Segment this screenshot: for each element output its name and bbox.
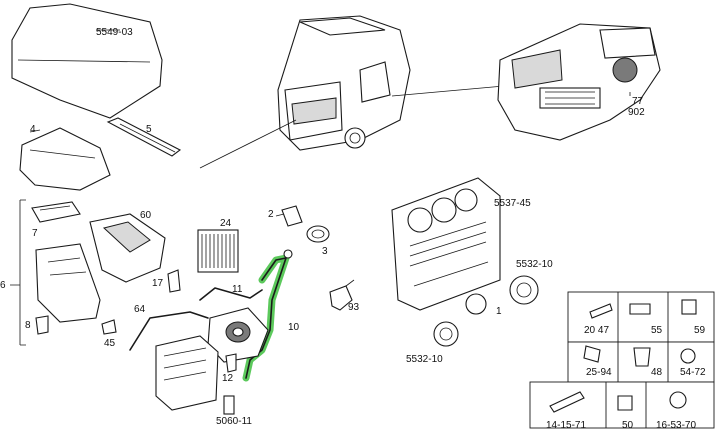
label-5060-11: 5060-11 <box>216 416 252 427</box>
clip-icon <box>583 345 601 363</box>
label-11: 11 <box>232 284 243 295</box>
hw-label-20-47: 20 47 <box>584 325 610 336</box>
control-knob-c <box>433 321 459 347</box>
clip <box>101 319 117 335</box>
seal-ring-3 <box>306 225 330 243</box>
o-ring-icon <box>680 348 696 364</box>
cap-icon <box>633 347 651 367</box>
label-5532-10-a: 5532-10 <box>516 259 553 270</box>
pollen-filter <box>197 229 239 273</box>
hood-panel <box>11 3 163 119</box>
label-64: 64 <box>134 304 146 315</box>
blower-housing <box>89 213 166 283</box>
bracket-17 <box>167 269 181 293</box>
label-93: 93 <box>348 302 360 313</box>
grommet <box>35 315 49 335</box>
label-12: 12 <box>222 373 234 384</box>
label-3: 3 <box>322 246 328 257</box>
label-10: 10 <box>288 322 300 333</box>
air-duct <box>35 243 101 323</box>
label-60: 60 <box>140 210 152 221</box>
label-5: 5 <box>146 124 152 135</box>
hw-label-50: 50 <box>622 420 634 431</box>
hw-label-59: 59 <box>694 325 706 336</box>
label-7: 7 <box>32 228 38 239</box>
screw-icon <box>589 303 613 319</box>
label-24: 24 <box>220 218 232 229</box>
relay-icon <box>681 299 697 315</box>
control-module <box>155 335 235 415</box>
label-2: 2 <box>268 209 274 220</box>
label-45: 45 <box>104 338 116 349</box>
label-4: 4 <box>30 124 36 135</box>
label-5549-03: 5549-03 <box>96 27 133 38</box>
grommet-icon <box>669 391 687 409</box>
label-1: 1 <box>496 306 502 317</box>
hw-label-48: 48 <box>651 367 663 378</box>
hvac-unit <box>497 23 661 141</box>
label-77: 77 <box>632 96 644 107</box>
hw-label-55: 55 <box>651 325 663 336</box>
bolt-icon <box>549 391 585 413</box>
label-5532-10-b: 5532-10 <box>406 354 443 365</box>
filter-seal <box>31 201 81 223</box>
duct-housing <box>19 127 111 191</box>
nut-icon <box>617 395 633 411</box>
hose-10 <box>245 257 287 379</box>
bracket-93 <box>329 279 355 311</box>
label-902: 902 <box>628 107 645 118</box>
control-knob-b <box>465 293 487 315</box>
hw-label-54-72: 54-72 <box>680 367 706 378</box>
compressor <box>207 307 269 363</box>
hose-11 <box>199 287 263 301</box>
hw-label-16-53-70: 16-53-70 <box>656 420 697 431</box>
group-bracket <box>10 200 21 345</box>
label-5537-45: 5537-45 <box>494 198 531 209</box>
sensor-2 <box>275 205 303 227</box>
hw-label-25-94: 25-94 <box>586 367 612 378</box>
control-knob-a <box>509 275 539 305</box>
hose-64 <box>129 311 209 351</box>
label-6: 6 <box>0 280 6 291</box>
hose-clamp-icon <box>629 303 651 315</box>
hw-label-14-15-71: 14-15-71 <box>546 420 587 431</box>
valve-12 <box>225 353 237 373</box>
truck-illustration <box>199 15 505 169</box>
dashboard-panel <box>391 177 501 311</box>
label-8: 8 <box>25 320 31 331</box>
label-17: 17 <box>152 278 164 289</box>
seal-strip <box>106 117 182 157</box>
